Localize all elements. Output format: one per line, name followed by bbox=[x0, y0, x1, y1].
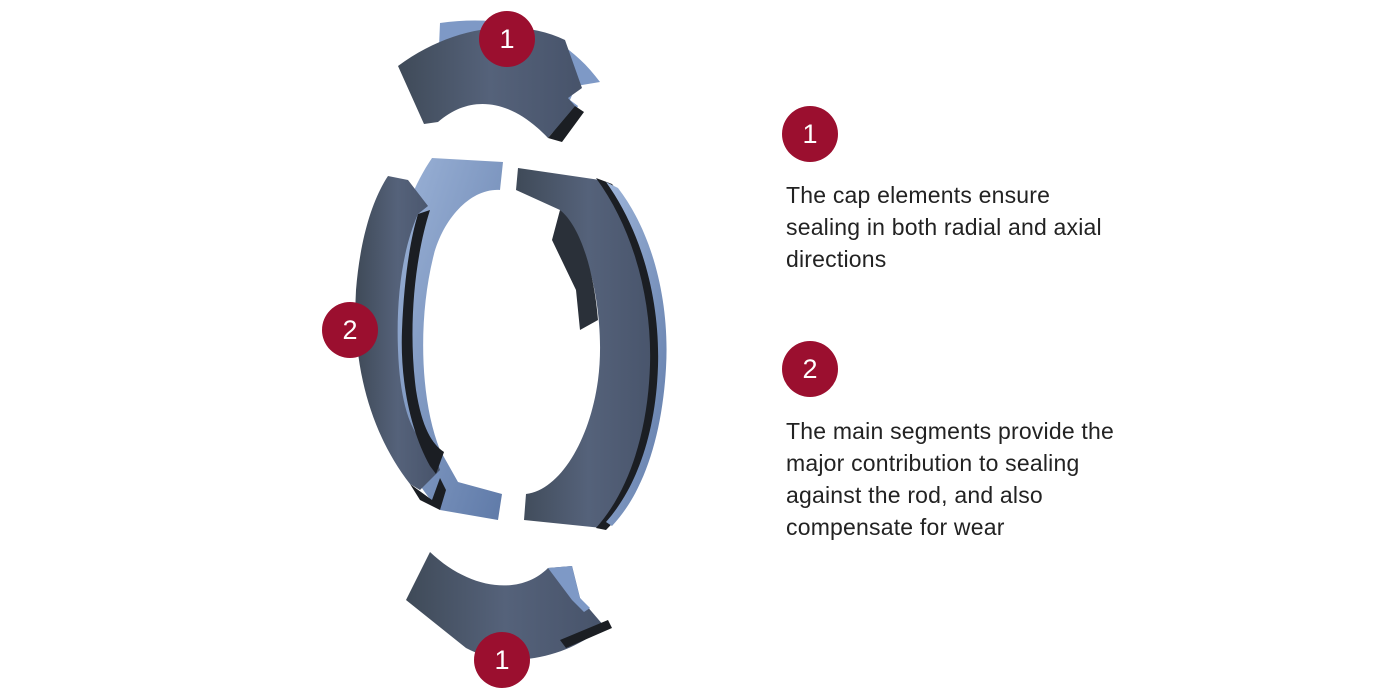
top-cap-element bbox=[398, 20, 600, 142]
callout-number-main-segment: 2 bbox=[342, 315, 357, 345]
bottom-cap-element bbox=[406, 552, 612, 660]
callout-number-top-cap: 1 bbox=[499, 24, 514, 54]
legend-marker-main-segments: 2 bbox=[782, 341, 838, 397]
legend-text-cap-elements: The cap elements ensure sealing in both … bbox=[786, 182, 1102, 272]
callout-marker-bottom-cap bbox=[474, 632, 530, 688]
legend-text-main-segments: The main segments provide the major cont… bbox=[786, 418, 1114, 540]
callout-marker-top-cap bbox=[479, 11, 535, 67]
main-segment-right bbox=[516, 168, 667, 530]
callout-marker-main-segment bbox=[322, 302, 378, 358]
legend-marker-cap-elements: 1 bbox=[782, 106, 838, 162]
main-segment-left bbox=[355, 158, 503, 520]
seal-ring-exploded-illustration: 1 2 1 bbox=[322, 11, 667, 688]
callout-number-bottom-cap: 1 bbox=[494, 645, 509, 675]
